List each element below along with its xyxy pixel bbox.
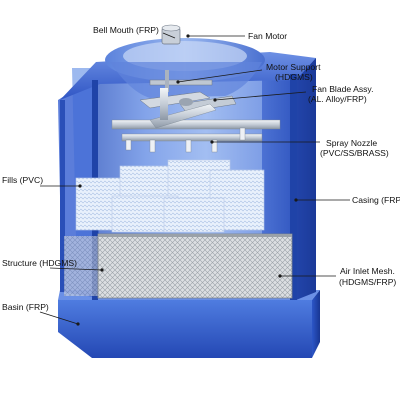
label-spray-nozzle-1: Spray Nozzle [326, 138, 377, 148]
label-structure: Structure (HDGMS) [2, 258, 77, 268]
structure [64, 236, 98, 296]
label-motor-support-1: Motor Support [266, 62, 321, 72]
labels: Bell Mouth (FRP) Fan Motor Motor Support… [2, 25, 400, 312]
leader-lines [39, 32, 350, 326]
motor-support [149, 70, 213, 92]
spray-nozzles [125, 127, 246, 153]
label-spray-nozzle-2: (PVC/SS/BRASS) [320, 148, 389, 158]
spray-piping [111, 88, 281, 142]
label-basin: Basin (FRP) [2, 302, 49, 312]
label-motor-support-2: (HDGMS) [275, 72, 313, 82]
label-fan-motor: Fan Motor [248, 31, 287, 41]
label-fan-blade-1: Fan Blade Assy. [312, 84, 373, 94]
label-bell-mouth: Bell Mouth (FRP) [93, 25, 159, 35]
label-fan-blade-2: (AL. Alloy/FRP) [308, 94, 367, 104]
label-air-inlet-2: (HDGMS/FRP) [339, 277, 396, 287]
fan-motor [161, 24, 181, 45]
label-casing: Casing (FRP [352, 195, 400, 205]
label-fills: Fills (PVC) [2, 175, 43, 185]
air-inlet-mesh [97, 233, 293, 299]
basin [58, 290, 320, 358]
fill-blocks [75, 159, 265, 233]
fan-blade-assembly [139, 91, 237, 113]
label-air-inlet-1: Air Inlet Mesh. [340, 266, 395, 276]
